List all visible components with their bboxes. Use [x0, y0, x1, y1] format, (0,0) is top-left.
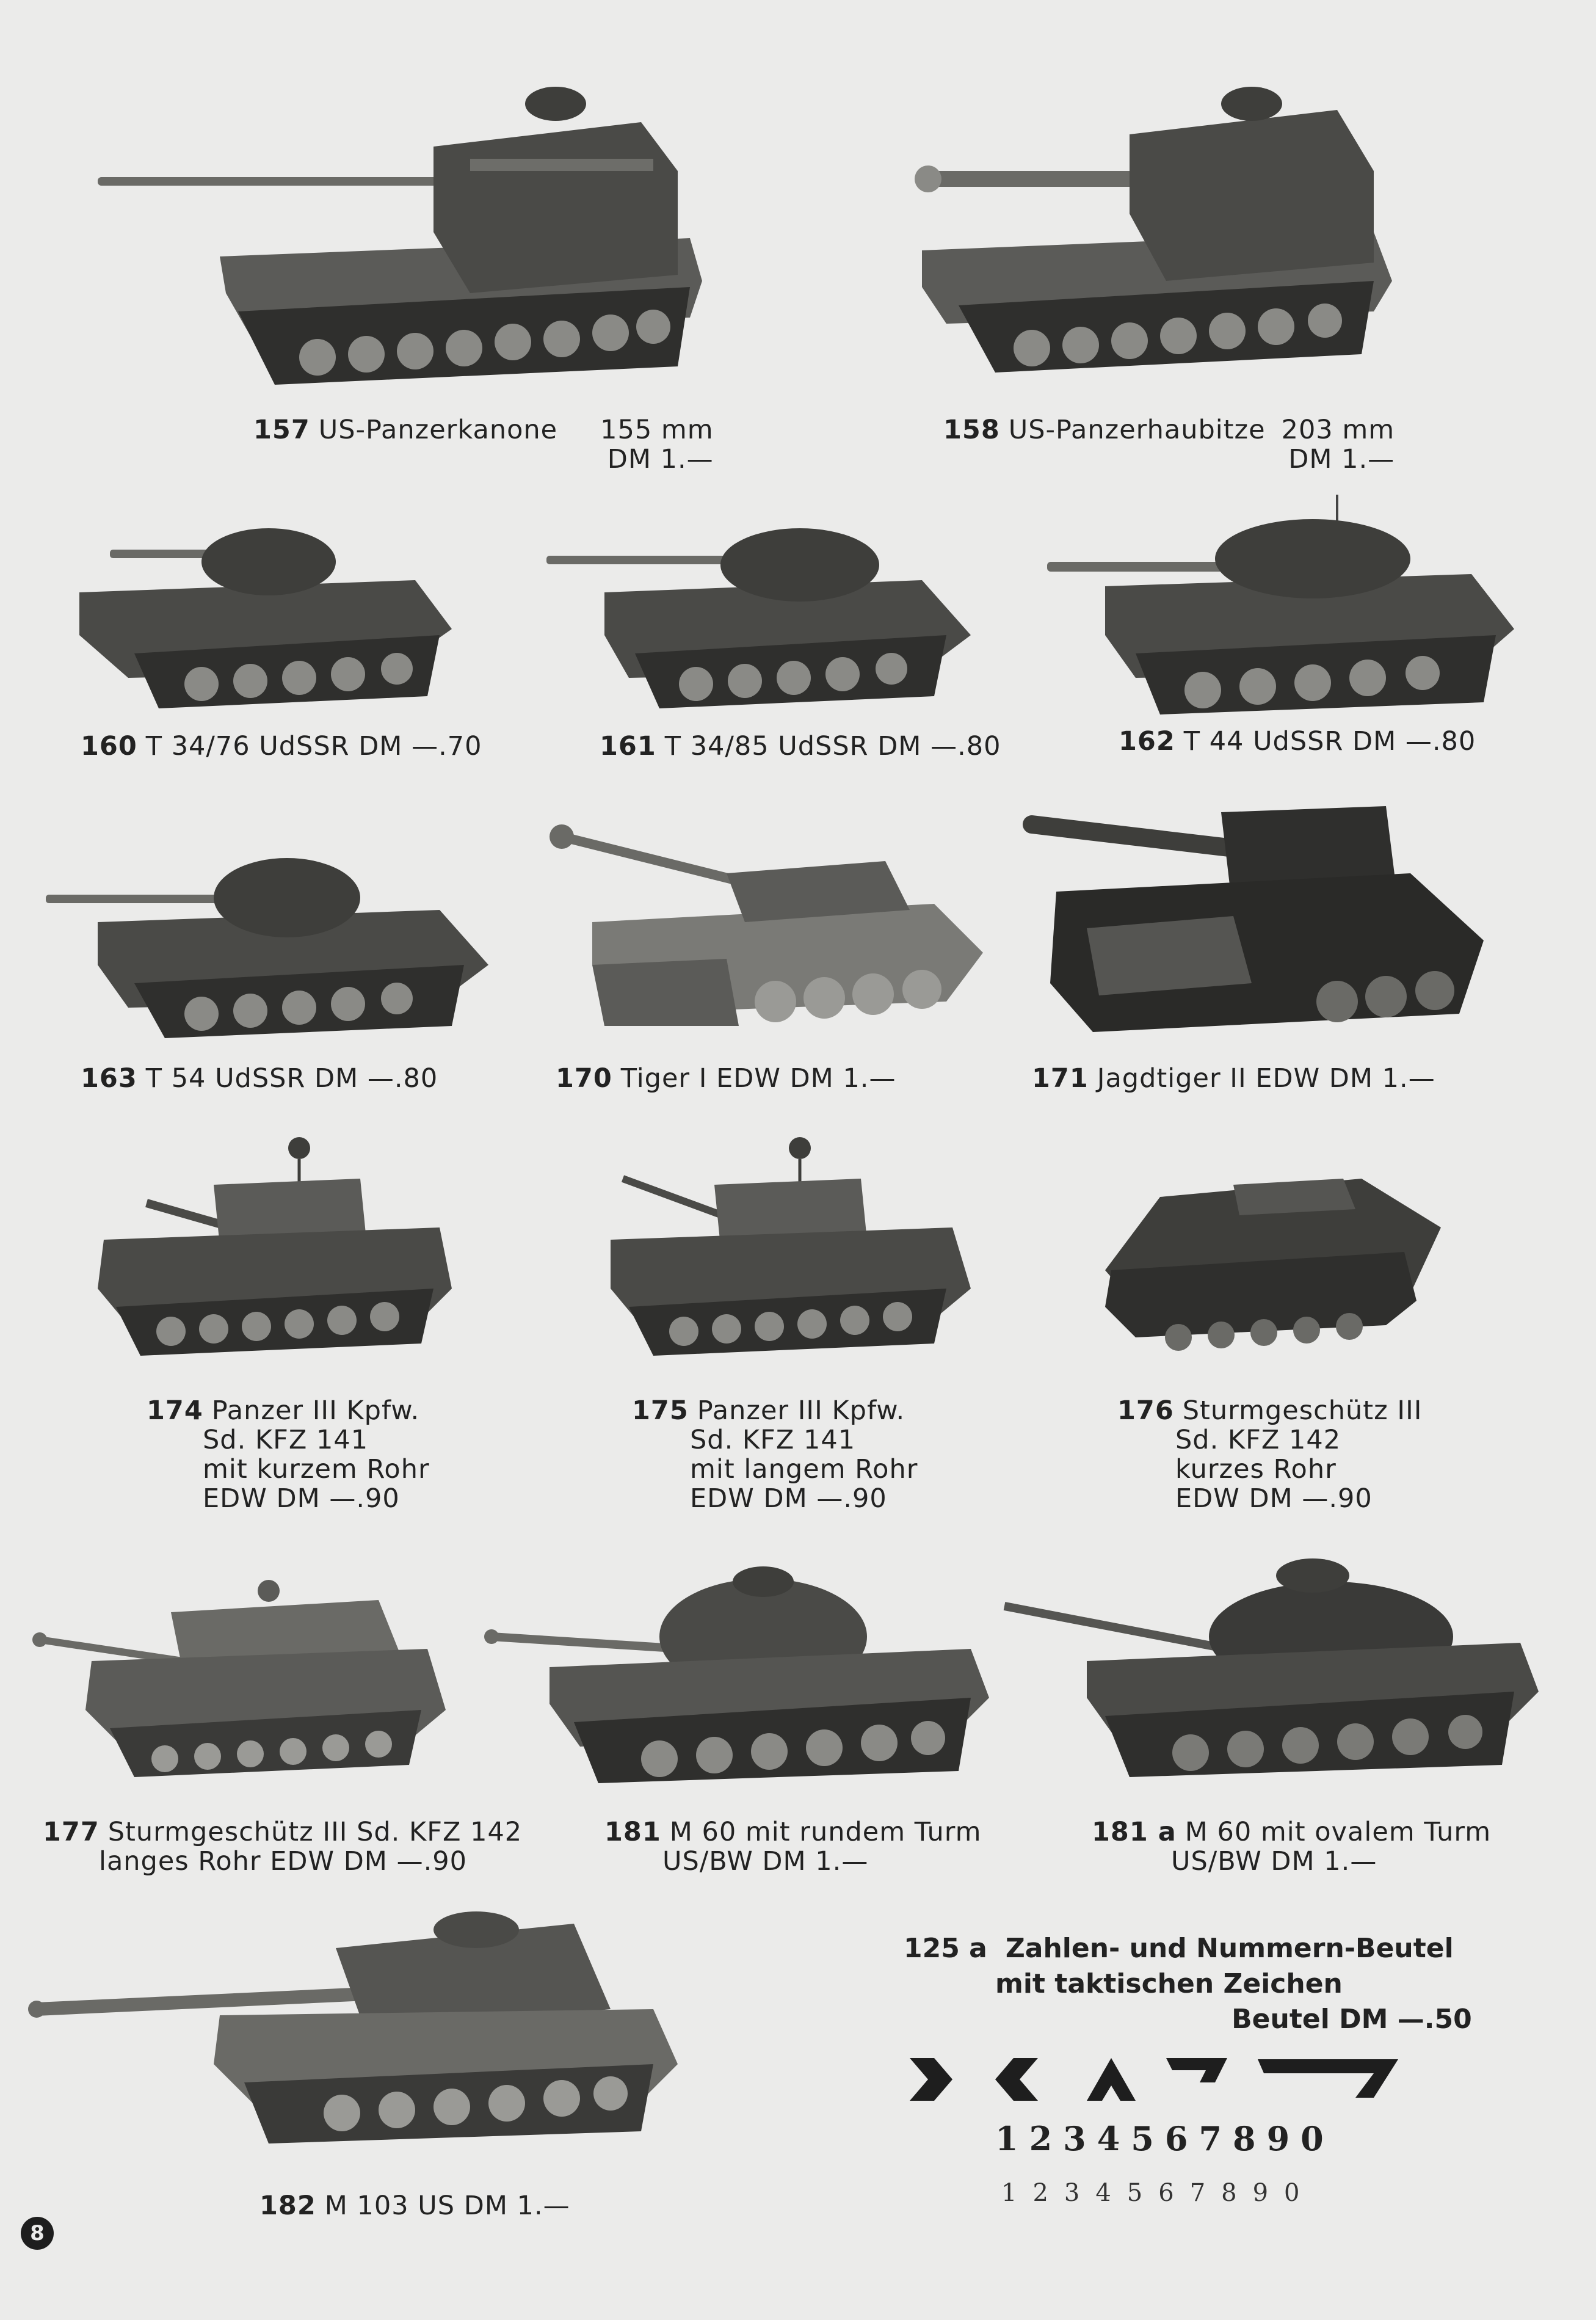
- item-number: 181: [604, 1817, 661, 1847]
- item-price: DM 1.—: [607, 444, 714, 475]
- item-name: US-Panzerhaubitze: [1008, 415, 1266, 445]
- caption-158: 158 US-Panzerhaubitze 203 mm DM 1.—: [943, 415, 1395, 474]
- item-number: 176: [1117, 1395, 1174, 1426]
- tank-157-image: [98, 87, 702, 385]
- caption-160: 160 T 34/76 UdSSR DM —.70: [81, 732, 482, 761]
- item-number: 171: [1032, 1063, 1089, 1094]
- caption-170: 170 Tiger I EDW DM 1.—: [556, 1064, 896, 1093]
- item-line-1: M 60 mit ovalem Turm: [1184, 1817, 1492, 1847]
- item-name: T 34/85 UdSSR DM —.80: [664, 731, 1001, 762]
- chevron-up-icon: [1087, 2058, 1136, 2101]
- item-line-3: kurzes Rohr: [1175, 1454, 1337, 1485]
- item-number: 160: [81, 731, 137, 762]
- item-name: M 103 US DM 1.—: [324, 2191, 570, 2221]
- item-line-1: Sturmgeschütz III: [1182, 1395, 1423, 1426]
- tank-171-image: [1023, 806, 1484, 1032]
- caption-157: 157 US-Panzerkanone 155 mm DM 1.—: [253, 415, 714, 474]
- item-number: 157: [253, 415, 310, 445]
- item-line-4: EDW DM —.90: [203, 1483, 400, 1514]
- item-number: 162: [1119, 726, 1175, 757]
- tank-177-image: [32, 1580, 446, 1777]
- item-line-1: M 60 mit rundem Turm: [669, 1817, 982, 1847]
- tank-163-image: [46, 858, 488, 1038]
- item-number: 182: [259, 2191, 316, 2221]
- tank-174-image: [98, 1137, 452, 1356]
- item-number: 174: [147, 1395, 203, 1426]
- item-name: US-Panzerkanone: [318, 415, 558, 445]
- item-number: 163: [81, 1063, 137, 1094]
- tank-162-image: [1047, 495, 1514, 715]
- item-number: 177: [43, 1817, 100, 1847]
- item-line-4: EDW DM —.90: [1175, 1483, 1373, 1514]
- item-price: DM 1.—: [1288, 444, 1395, 475]
- caption-162: 162 T 44 UdSSR DM —.80: [1119, 727, 1476, 756]
- item-line-2: Sd. KFZ 142: [1175, 1425, 1341, 1455]
- digits-small: 1234567890: [1001, 2179, 1316, 2207]
- tank-170-image: [550, 824, 983, 1026]
- item-number: 175: [632, 1395, 689, 1426]
- caption-174: 174 Panzer III Kpfw. Sd. KFZ 141 mit kurz…: [147, 1396, 430, 1513]
- caption-182: 182 M 103 US DM 1.—: [259, 2191, 570, 2220]
- bag-line-2: mit taktischen Zeichen: [995, 1968, 1343, 1999]
- caption-161: 161 T 34/85 UdSSR DM —.80: [600, 732, 1001, 761]
- item-line-2: US/BW DM 1.—: [662, 1846, 869, 1877]
- tank-182-image: [28, 1911, 678, 2144]
- item-line-1: Panzer III Kpfw.: [211, 1395, 420, 1426]
- caption-171: 171 Jagdtiger II EDW DM 1.—: [1032, 1064, 1435, 1093]
- item-line-1: Sturmgeschütz III Sd. KFZ 142: [107, 1817, 523, 1847]
- bag-caption: 125 a Zahlen- und Nummern-Beutel mit takt…: [904, 1931, 1472, 2037]
- item-number: 161: [600, 731, 656, 762]
- caption-181: 181 M 60 mit rundem Turm US/BW DM 1.—: [604, 1817, 982, 1876]
- item-caliber: 203 mm: [1281, 415, 1395, 445]
- item-number: 181 a: [1092, 1817, 1177, 1847]
- item-number: 170: [556, 1063, 612, 1094]
- item-line-2: US/BW DM 1.—: [1171, 1846, 1377, 1877]
- tank-176-image: [1105, 1179, 1441, 1351]
- tank-161-image: [546, 528, 971, 708]
- tank-158-image: [915, 87, 1392, 373]
- item-line-2: Sd. KFZ 141: [690, 1425, 856, 1455]
- item-line-1: Panzer III Kpfw.: [697, 1395, 905, 1426]
- bag-line-3: Beutel DM —.50: [1231, 2004, 1472, 2035]
- item-name: T 44 UdSSR DM —.80: [1183, 726, 1476, 757]
- item-number: 158: [943, 415, 1000, 445]
- corner-flag-icon: [1166, 2058, 1227, 2082]
- item-line-2: Sd. KFZ 141: [203, 1425, 369, 1455]
- digits-large: 1234567890: [995, 2119, 1335, 2158]
- item-name: Tiger I EDW DM 1.—: [620, 1063, 896, 1094]
- item-name: Jagdtiger II EDW DM 1.—: [1097, 1063, 1435, 1094]
- caption-175: 175 Panzer III Kpfw. Sd. KFZ 141 mit lang…: [632, 1396, 918, 1513]
- chevron-left-icon: [995, 2058, 1038, 2101]
- item-line-2: langes Rohr EDW DM —.90: [99, 1846, 467, 1877]
- tank-175-image: [611, 1137, 971, 1356]
- page-number: 8: [21, 2217, 54, 2250]
- tank-181-image: [484, 1566, 989, 1783]
- item-line-3: mit langem Rohr: [690, 1454, 918, 1485]
- item-line-3: mit kurzem Rohr: [203, 1454, 430, 1485]
- tank-181a-image: [1003, 1558, 1539, 1777]
- caption-163: 163 T 54 UdSSR DM —.80: [81, 1064, 438, 1093]
- item-name: T 34/76 UdSSR DM —.70: [145, 731, 482, 762]
- tank-160-image: [79, 528, 452, 708]
- item-caliber: 155 mm: [600, 415, 714, 445]
- caption-176: 176 Sturmgeschütz III Sd. KFZ 142 kurzes …: [1117, 1396, 1422, 1513]
- chevron-right-icon: [910, 2058, 952, 2101]
- bag-line-1: Zahlen- und Nummern-Beutel: [1005, 1933, 1454, 1964]
- long-flag-icon: [1258, 2059, 1398, 2098]
- item-line-4: EDW DM —.90: [690, 1483, 887, 1514]
- tactical-symbols: [910, 2058, 1398, 2101]
- item-name: T 54 UdSSR DM —.80: [145, 1063, 438, 1094]
- item-number: 125 a: [904, 1933, 987, 1964]
